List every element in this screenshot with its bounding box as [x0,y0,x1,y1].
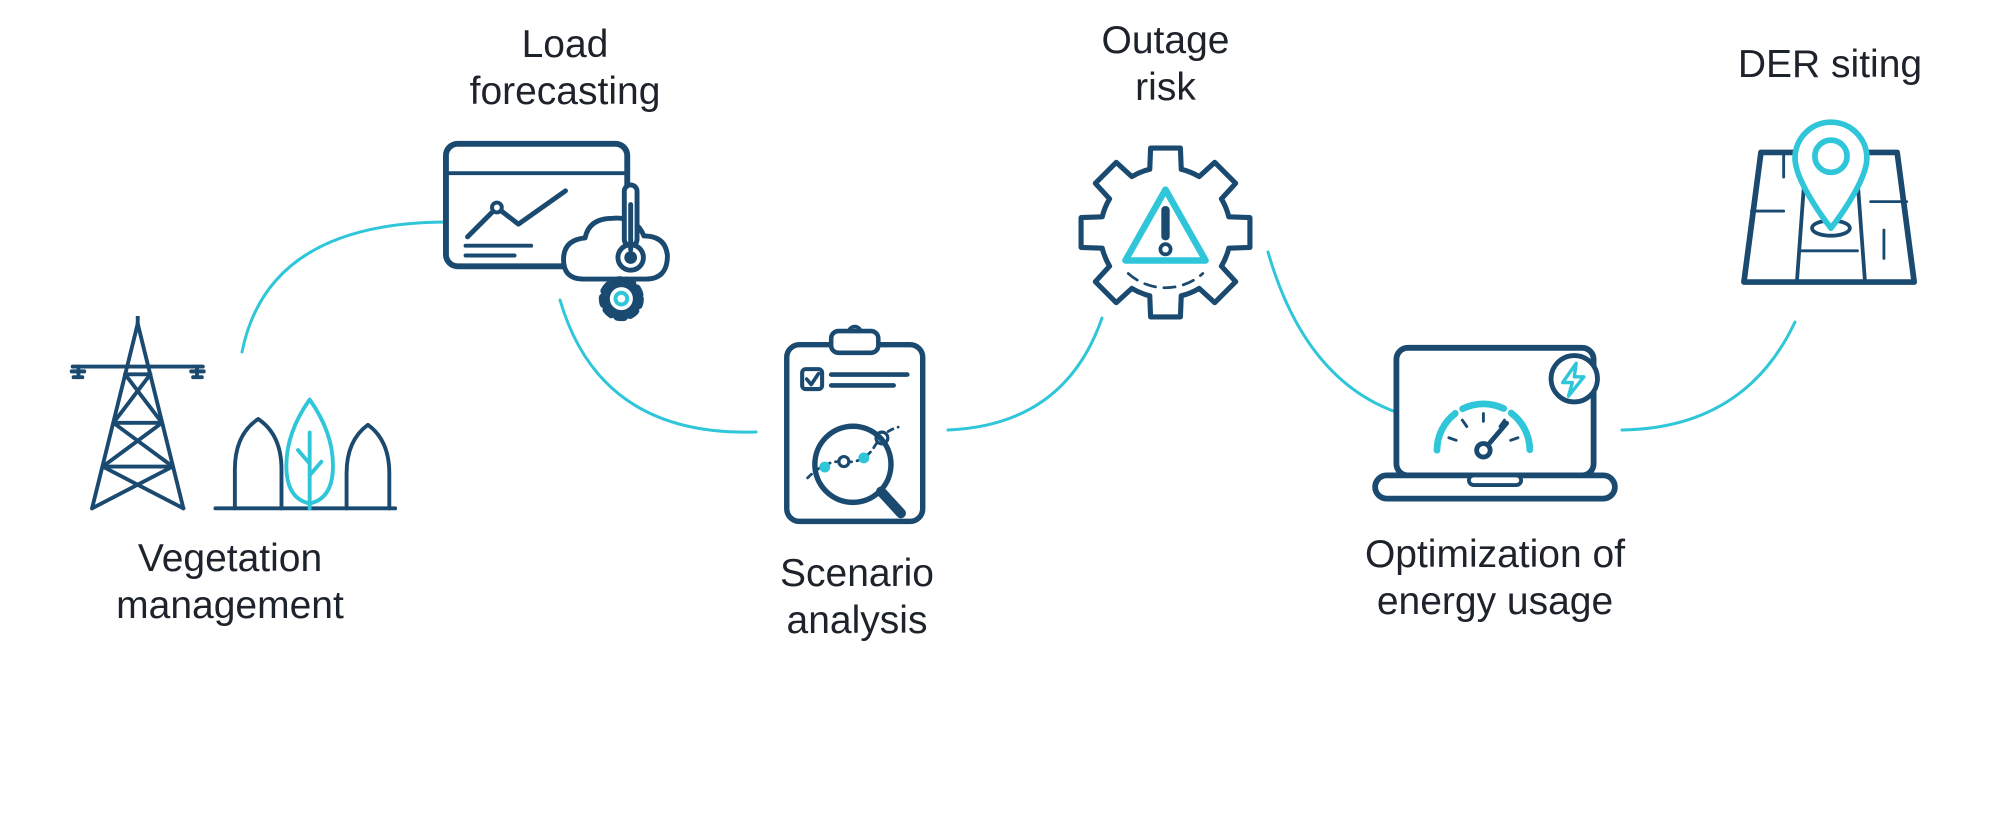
node-label-vegetation-management: Vegetation management [116,537,344,627]
connector-3 [946,316,1104,432]
diagram-node-der-siting: DER siting [1700,42,1960,301]
diagram-node-vegetation-management: Vegetation management [40,316,420,630]
node-label-load-forecasting: Load forecasting [469,23,661,113]
transmission-tower-trees-icon [55,316,405,520]
node-label-outage-risk: Outage risk [1101,19,1230,109]
forecast-window-cloud-thermometer-gear-icon [438,134,693,330]
diagram-node-scenario-analysis: Scenario analysis [752,322,962,645]
gear-warning-triangle-icon [1063,130,1268,335]
diagram-node-optimization-energy-usage: Optimization of energy usage [1340,342,1650,626]
laptop-gauge-lightning-icon [1369,342,1621,516]
node-label-scenario-analysis: Scenario analysis [780,552,934,642]
connector-1 [240,220,450,354]
node-label-der-siting: DER siting [1737,43,1923,86]
node-label-optimization-energy-usage: Optimization of energy usage [1364,533,1626,623]
map-location-pin-icon [1725,107,1935,301]
diagram-node-load-forecasting: Load forecasting [425,22,705,330]
connector-2 [558,298,758,434]
connector-5 [1620,320,1797,432]
diagram-node-outage-risk: Outage risk [1058,18,1273,335]
clipboard-checklist-magnifier-icon [773,322,941,535]
